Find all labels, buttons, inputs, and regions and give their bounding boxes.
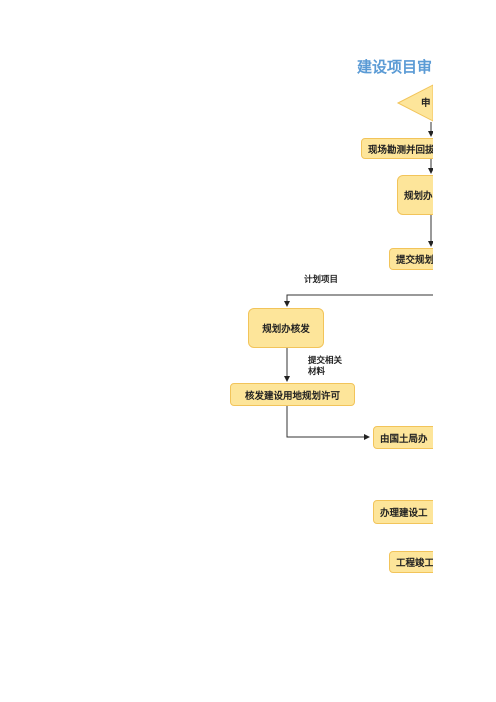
node-land-use-permit: 核发建设用地规划许可 (230, 383, 355, 406)
edge-label-submit-materials: 提交相关材料 (308, 356, 343, 377)
connector-layer (284, 84, 433, 440)
node-survey: 现场勘测并回拔 (361, 138, 433, 159)
diagram-title: 建设项目审 (357, 58, 433, 76)
edge-label-plan-project: 计划项目 (304, 275, 339, 285)
node-construction-permit: 办理建设工 (373, 500, 433, 524)
node-submit-planning: 提交规划 (389, 248, 433, 270)
node-planning-office-issue: 规划办核发 (248, 308, 324, 348)
connector-branch-issue (284, 294, 433, 307)
node-completion: 工程竣工 (389, 551, 433, 573)
node-planning-office-top: 规划办 (397, 175, 433, 215)
apply-node-label: 申 (421, 98, 431, 109)
connector-permit-bureau (286, 406, 370, 440)
node-land-bureau: 由国土局办 (373, 426, 433, 449)
flowchart-canvas: 建设项目审 申 现场勘测并回拔 规划办 提交规划 计划项目 规划办核发 提交相关… (230, 58, 433, 573)
apply-decision-shape (396, 84, 433, 122)
